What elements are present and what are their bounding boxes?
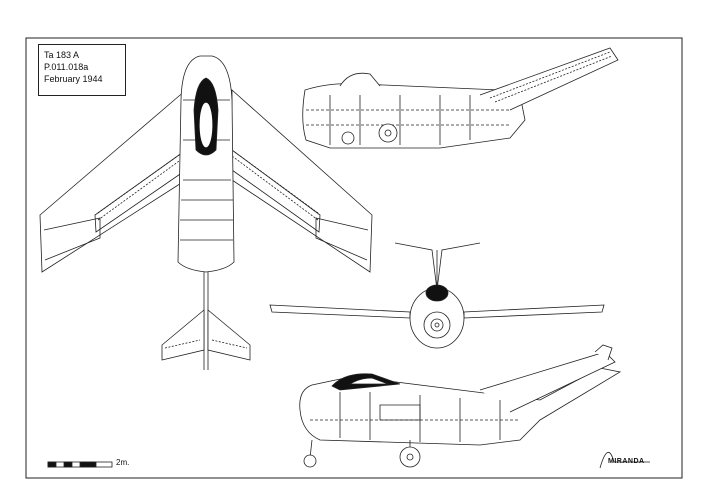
front-view-intake (423, 311, 451, 339)
top-view-tailplane (161, 309, 205, 361)
designation-box: Ta 183 A P.011.018a February 1944 (38, 44, 126, 96)
top-view-left-wing (39, 89, 187, 273)
designation-date: February 1944 (44, 74, 103, 84)
side-view-main-wheel (378, 123, 398, 143)
front-view-wings (269, 304, 411, 319)
artist-signature: MIRANDA (608, 458, 645, 465)
side-view-main-wheel-bottom (399, 446, 421, 468)
scale-label: 2m. (116, 458, 130, 467)
signature-mark (599, 452, 650, 469)
designation-name: Ta 183 A (44, 50, 80, 60)
top-view-fuselage (177, 55, 235, 273)
page-frame (25, 37, 683, 479)
side-view-profile (299, 344, 622, 468)
side-view-cutaway (302, 47, 619, 149)
scale-bar (47, 461, 113, 468)
designation-project: P.011.018a (44, 62, 89, 72)
front-view (269, 242, 605, 349)
side-view-nose-wheel (341, 131, 355, 145)
side-view-nose-wheel-bottom (303, 454, 317, 468)
top-view (39, 55, 373, 370)
